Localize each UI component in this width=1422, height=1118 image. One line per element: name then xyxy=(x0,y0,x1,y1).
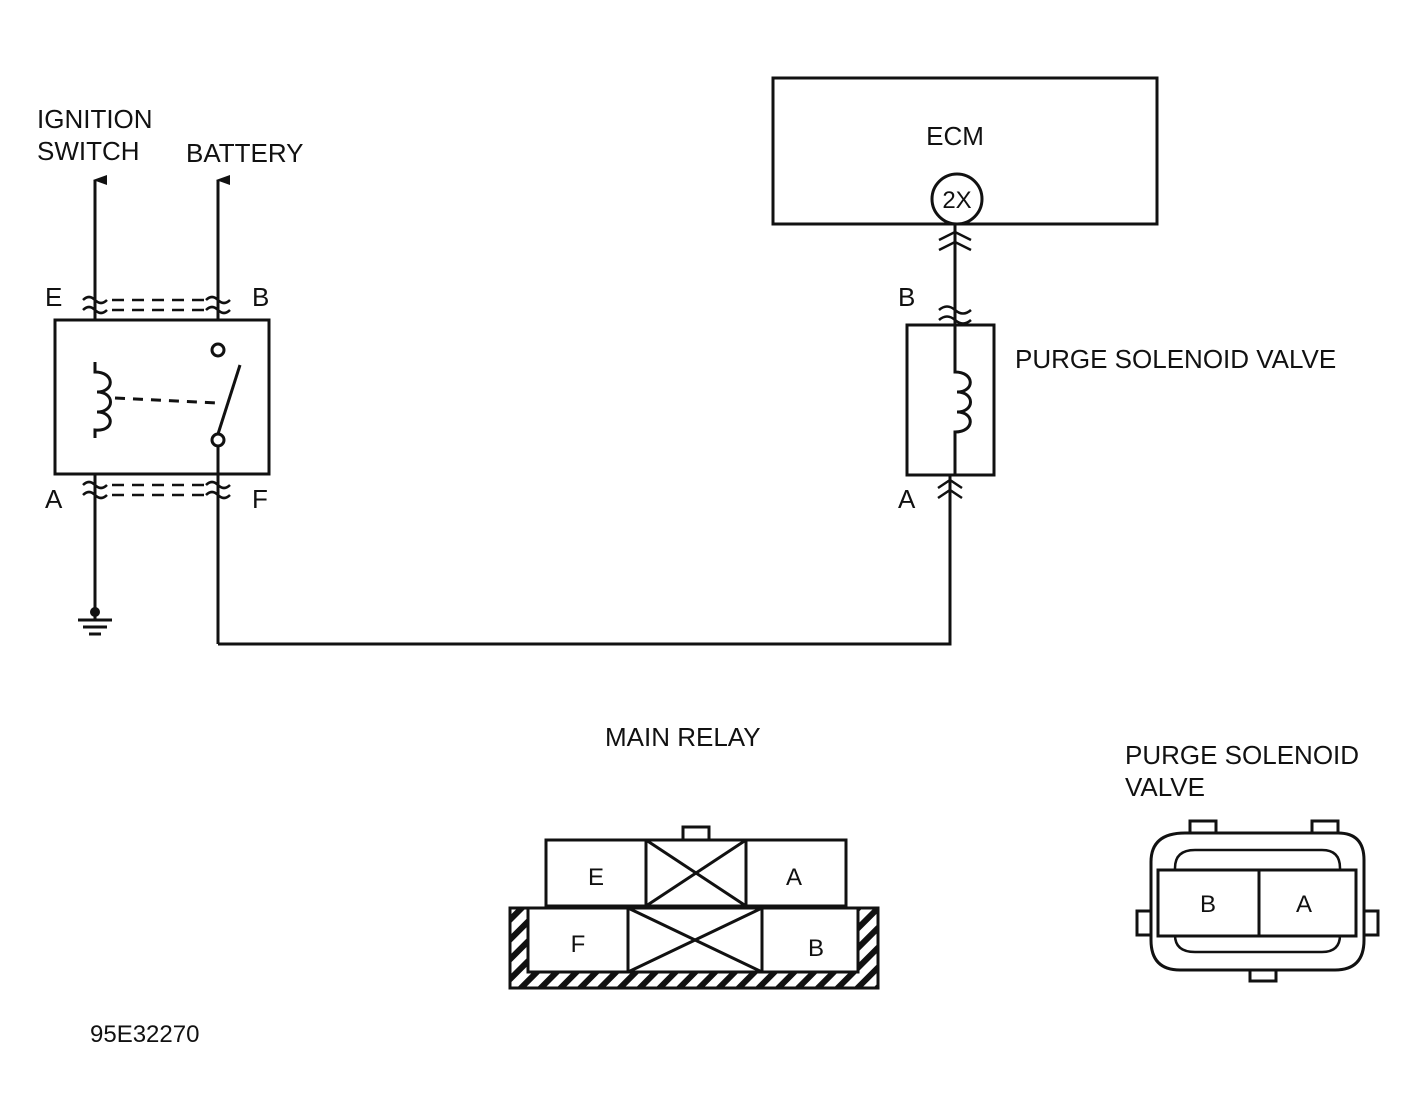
main-relay-label: MAIN RELAY xyxy=(605,722,761,752)
purge-connector-pin-a: A xyxy=(1296,891,1312,918)
ecm-terminal-label: 2X xyxy=(942,187,971,214)
main-relay-pin-e: E xyxy=(588,864,604,891)
relay-contact-lower xyxy=(210,432,226,448)
purge-valve-body xyxy=(905,323,996,477)
relay-terminal-e: E xyxy=(45,282,62,312)
valve-bottom-connector xyxy=(937,478,963,500)
purge-connector-label-line2: VALVE xyxy=(1125,772,1205,802)
valve-top-connector xyxy=(938,305,972,325)
relay-contact-upper xyxy=(210,342,226,358)
relay-switch-arm xyxy=(216,364,242,435)
purge-valve-label: PURGE SOLENOID VALVE xyxy=(1015,344,1336,374)
ignition-switch-label-line2: SWITCH xyxy=(37,136,140,166)
purge-solenoid-connector xyxy=(1135,819,1380,983)
relay-top-connector xyxy=(82,295,231,315)
ecm-terminal xyxy=(930,172,984,226)
ecm-connector-break xyxy=(938,230,972,252)
valve-terminal-b: B xyxy=(898,282,915,312)
relay-terminal-b: B xyxy=(252,282,269,312)
relay-terminal-f: F xyxy=(252,484,268,514)
purge-connector-label-line1: PURGE SOLENOID xyxy=(1125,740,1359,770)
main-relay-pin-f: F xyxy=(571,931,586,958)
main-relay-pin-b: B xyxy=(808,935,824,962)
main-relay-connector xyxy=(508,825,880,990)
main-relay-pin-a: A xyxy=(786,864,802,891)
figure-id: 95E32270 xyxy=(90,1021,199,1048)
relay-coil xyxy=(93,362,112,438)
purge-connector-pin-b: B xyxy=(1200,891,1216,918)
valve-terminal-a: A xyxy=(898,484,916,514)
battery-label: BATTERY xyxy=(186,138,304,168)
ground-icon xyxy=(78,612,112,636)
relay-to-valve-wire xyxy=(218,500,952,646)
purge-valve-coil xyxy=(953,325,972,475)
relay-terminal-a: A xyxy=(45,484,63,514)
relay-bottom-connector xyxy=(82,480,231,500)
ecm-label: ECM xyxy=(926,121,984,151)
ignition-switch-label-line1: IGNITION xyxy=(37,104,153,134)
